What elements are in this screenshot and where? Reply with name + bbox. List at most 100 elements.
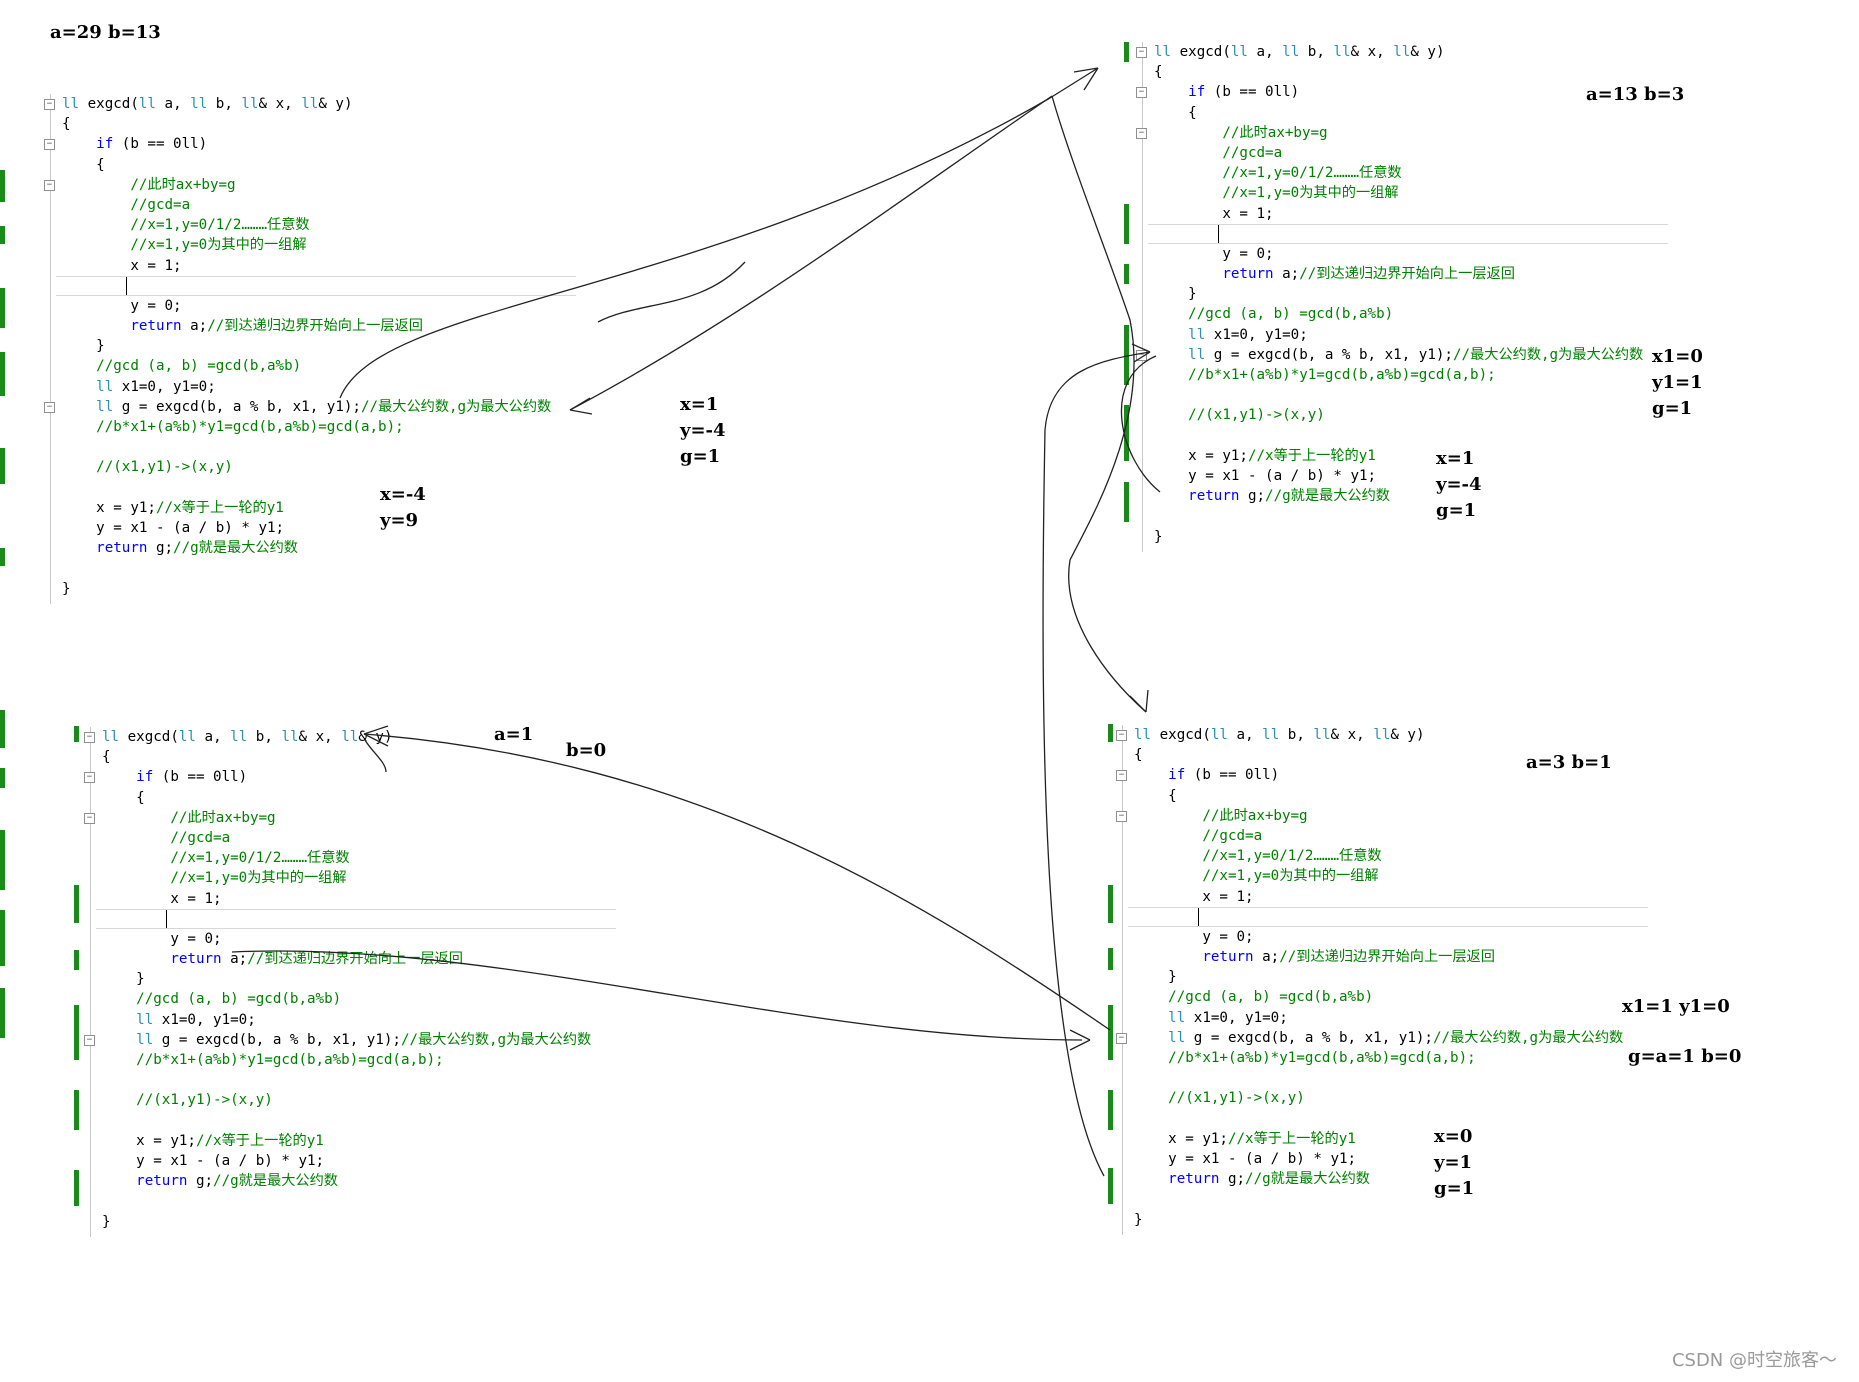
text-caret bbox=[126, 276, 127, 295]
code-line: //(x1,y1)->(x,y) bbox=[136, 1092, 273, 1109]
code-line: if (b == 0ll) bbox=[136, 769, 248, 786]
code-line: y = 0; bbox=[1154, 245, 1274, 262]
code-line: //x=1,y=0/1/2………任意数 bbox=[130, 217, 310, 234]
label-top-right-y: y=-4 bbox=[1436, 474, 1482, 495]
change-bar bbox=[1124, 325, 1129, 385]
collapse-toggle-icon[interactable]: − bbox=[44, 402, 55, 413]
collapse-toggle-icon[interactable]: − bbox=[44, 139, 55, 151]
code-text: ll exgcd(ll a, ll b, ll& x, ll& y){ if (… bbox=[1154, 42, 1643, 547]
change-bar bbox=[1108, 885, 1113, 923]
code-line: } bbox=[62, 580, 71, 597]
collapse-toggle-icon[interactable]: − bbox=[1136, 350, 1147, 361]
change-bar bbox=[1108, 1168, 1113, 1204]
code-line: //此时ax+by=g bbox=[1202, 807, 1308, 824]
collapse-toggle-icon[interactable]: − bbox=[84, 732, 95, 743]
change-bar bbox=[1124, 482, 1129, 522]
code-line: ll exgcd(ll a, ll b, ll& x, ll& y) bbox=[1154, 44, 1445, 60]
code-line: ll x1=0, y1=0; bbox=[1188, 326, 1308, 343]
code-line: y = 0; bbox=[1134, 928, 1254, 945]
code-line: //x=1,y=0为其中的一组解 bbox=[1202, 868, 1379, 885]
collapse-toggle-icon[interactable]: − bbox=[84, 812, 95, 824]
collapse-toggle-icon[interactable]: − bbox=[84, 772, 95, 784]
arrow-return-1 bbox=[569, 95, 1053, 411]
change-bar bbox=[74, 1090, 79, 1130]
code-line: //b*x1+(a%b)*y1=gcd(b,a%b)=gcd(a,b); bbox=[96, 419, 404, 435]
change-bar bbox=[74, 1005, 79, 1060]
code-line: x = y1;//x等于上一轮的y1 bbox=[1134, 1130, 1356, 1147]
code-line: return g;//g就是最大公约数 bbox=[96, 540, 298, 557]
code-line: //(x1,y1)->(x,y) bbox=[1188, 407, 1325, 424]
arrowhead-5 bbox=[1069, 1029, 1091, 1051]
code-line: ll exgcd(ll a, ll b, ll& x, ll& y) bbox=[62, 96, 353, 112]
code-line: //b*x1+(a%b)*y1=gcd(b,a%b)=gcd(a,b); bbox=[1168, 1050, 1476, 1066]
code-line: return g;//g就是最大公约数 bbox=[1188, 488, 1390, 505]
code-line: { bbox=[62, 116, 71, 133]
code-line: { bbox=[62, 156, 105, 173]
code-line: } bbox=[102, 1213, 111, 1230]
code-line: //b*x1+(a%b)*y1=gcd(b,a%b)=gcd(a,b); bbox=[1188, 367, 1496, 383]
change-bar bbox=[0, 170, 5, 202]
collapse-toggle-icon[interactable]: − bbox=[1116, 770, 1127, 782]
code-line: //此时ax+by=g bbox=[1222, 124, 1328, 141]
code-line: ll g = exgcd(b, a % b, x1, y1);//最大公约数,g… bbox=[1188, 346, 1644, 363]
code-line: //x=1,y=0/1/2………任意数 bbox=[1202, 848, 1382, 865]
code-line: x = 1; bbox=[102, 890, 222, 907]
change-bar bbox=[0, 710, 5, 748]
code-line: y = 0; bbox=[102, 930, 222, 947]
collapse-toggle-icon[interactable]: − bbox=[44, 179, 55, 191]
label-top-right-ab: a=13 b=3 bbox=[1586, 84, 1685, 105]
label-bottom-right-gab: g=a=1 b=0 bbox=[1628, 1046, 1742, 1067]
current-line-highlight bbox=[96, 908, 616, 929]
collapse-toggle-icon[interactable]: − bbox=[1116, 1033, 1127, 1044]
label-top-right-x1: x1=0 bbox=[1652, 346, 1703, 367]
label-top-right-x: x=1 bbox=[1436, 448, 1475, 469]
change-bar bbox=[74, 885, 79, 923]
code-line: ll exgcd(ll a, ll b, ll& x, ll& y) bbox=[1134, 727, 1425, 743]
arrow-return-2 bbox=[1120, 355, 1161, 493]
code-line: { bbox=[102, 749, 111, 766]
code-line: return a;//到达递归边界开始向上一层返回 bbox=[1222, 266, 1515, 283]
code-line: //gcd (a, b) =gcd(b,a%b) bbox=[1188, 306, 1394, 323]
collapse-toggle-icon[interactable]: − bbox=[1136, 127, 1147, 139]
change-bar bbox=[1124, 405, 1129, 461]
arrow-return-4 bbox=[231, 950, 1083, 1041]
current-line-highlight bbox=[1148, 223, 1668, 244]
code-line: x = y1;//x等于上一轮的y1 bbox=[1154, 447, 1376, 464]
label-bottom-left-a: a=1 bbox=[494, 724, 534, 745]
current-line-highlight bbox=[56, 275, 576, 296]
collapse-toggle-icon[interactable]: − bbox=[1116, 730, 1127, 741]
change-bar bbox=[1108, 948, 1113, 970]
arrowhead-return-1 bbox=[569, 397, 593, 415]
code-text: ll exgcd(ll a, ll b, ll& x, ll& y){ if (… bbox=[102, 727, 591, 1232]
code-line: { bbox=[1134, 747, 1143, 764]
label-top-left-x: x=-4 bbox=[380, 484, 426, 505]
change-bar bbox=[0, 830, 5, 890]
arrow-call-1 bbox=[339, 97, 1051, 399]
collapse-toggle-icon[interactable]: − bbox=[84, 1035, 95, 1046]
gutter-line bbox=[50, 94, 51, 604]
code-line: x = y1;//x等于上一轮的y1 bbox=[102, 1132, 324, 1149]
arrow-up-from-bottomright bbox=[1042, 351, 1151, 1177]
code-line: //gcd=a bbox=[1202, 827, 1263, 844]
code-text: ll exgcd(ll a, ll b, ll& x, ll& y){ if (… bbox=[62, 94, 551, 599]
collapse-toggle-icon[interactable]: − bbox=[44, 99, 55, 110]
code-line: //b*x1+(a%b)*y1=gcd(b,a%b)=gcd(a,b); bbox=[136, 1052, 444, 1068]
text-caret bbox=[1198, 907, 1199, 926]
arrowhead-1 bbox=[1049, 67, 1099, 99]
code-line: ll g = exgcd(b, a % b, x1, y1);//最大公约数,g… bbox=[96, 398, 552, 415]
code-line: y = x1 - (a / b) * y1; bbox=[1134, 1150, 1357, 1167]
label-top-right-g: g=1 bbox=[1436, 500, 1477, 521]
code-line: ll x1=0, y1=0; bbox=[136, 1011, 256, 1028]
collapse-toggle-icon[interactable]: − bbox=[1116, 810, 1127, 822]
collapse-toggle-icon[interactable]: − bbox=[1136, 87, 1147, 99]
change-bar bbox=[0, 448, 5, 484]
code-line: //gcd=a bbox=[1222, 144, 1283, 161]
label-top-right-y1: y1=1 bbox=[1652, 372, 1703, 393]
code-line: ll x1=0, y1=0; bbox=[1168, 1009, 1288, 1026]
collapse-toggle-icon[interactable]: − bbox=[1136, 47, 1147, 58]
label-bottom-left-b: b=0 bbox=[566, 740, 607, 761]
label-top-right-g-side: g=1 bbox=[1652, 398, 1693, 419]
label-bottom-right-x: x=0 bbox=[1434, 1126, 1473, 1147]
change-bar bbox=[1124, 42, 1129, 62]
code-line: //此时ax+by=g bbox=[170, 809, 276, 826]
